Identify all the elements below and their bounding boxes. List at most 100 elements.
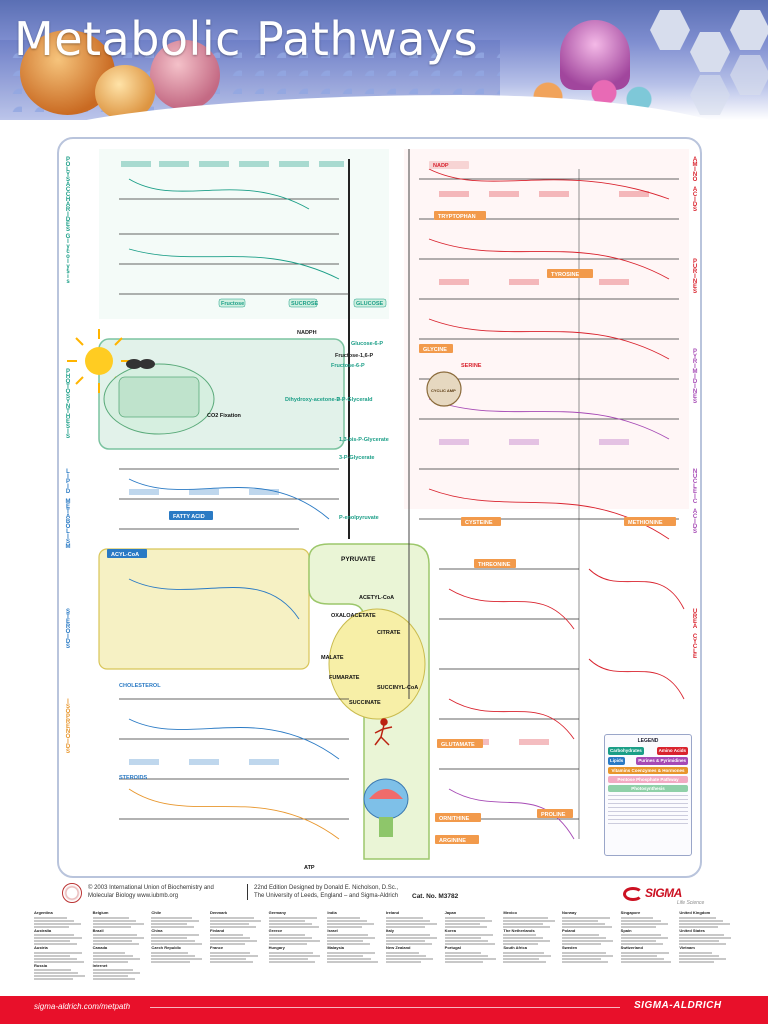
office-detail-line <box>503 922 543 925</box>
node-threonine: THREONINE <box>478 562 511 568</box>
iubmb-seal-icon <box>62 883 82 903</box>
office-country: Sweden <box>562 945 578 951</box>
node-pyruvate: PYRUVATE <box>341 556 376 563</box>
office-detail-line <box>562 916 611 919</box>
node-acyl-coa: ACYL-CoA <box>111 552 139 558</box>
node-citrate: CITRATE <box>377 630 401 636</box>
office-country: Vietnam <box>679 945 695 951</box>
node-3pg: 3-P-Glycerate <box>339 455 374 461</box>
node-co2-fixation: CO2 Fixation <box>207 413 242 419</box>
office-country: New Zealand <box>386 945 411 951</box>
legend-bar-vitamins: Vitamins Coenzymes & Hormones <box>608 767 688 774</box>
sigma-logo[interactable]: SIGMA Life Science <box>623 885 711 907</box>
legend-chip-carbohydrates: Carbohydrates <box>608 747 644 755</box>
hexagon-decoration <box>650 10 690 50</box>
office-detail-line <box>268 934 306 937</box>
office-detail-line <box>620 951 669 954</box>
office-detail-line <box>210 954 258 957</box>
office-detail-line <box>620 922 668 925</box>
header-banner: Metabolic Pathways <box>0 0 768 120</box>
office-detail-line <box>503 919 555 922</box>
office-detail-line <box>386 943 433 946</box>
node-fructose-6p: Fructose-6-P <box>331 363 365 369</box>
office-detail-line <box>34 969 71 972</box>
footer-bar: sigma-aldrich.com/metpath SIGMA-ALDRICH <box>0 996 768 1024</box>
office-detail-line <box>679 925 719 928</box>
node-oxaloacetate: OXALOACETATE <box>331 613 376 619</box>
office-detail-line <box>210 960 253 963</box>
office-detail-line <box>386 951 419 954</box>
legend-bar-photosynthesis: Photosynthesis <box>608 785 688 792</box>
copyright-line: © 2003 International Union of Biochemist… <box>88 885 214 891</box>
office-detail-line <box>151 940 195 943</box>
footer-url-link[interactable]: sigma-aldrich.com/metpath <box>34 1002 131 1011</box>
office-detail-line <box>679 937 731 940</box>
node-dihydroxyacetone-p: Dihydroxy-acetone-P <box>285 397 340 403</box>
office-detail-line <box>444 954 489 957</box>
office-detail-line <box>34 937 82 940</box>
footer: © 2003 International Union of Biochemist… <box>0 876 768 1024</box>
office-detail-line <box>92 934 137 937</box>
node-cyclic-amp: CYCLIC AMP <box>431 388 456 393</box>
office-detail-line <box>444 916 486 919</box>
hexagon-decoration <box>730 55 768 95</box>
node-steroids: STEROIDS <box>119 775 147 781</box>
office-detail-line <box>268 925 319 928</box>
office-detail-line <box>92 957 140 960</box>
footer-divider <box>150 1007 620 1008</box>
office-detail-line <box>210 937 250 940</box>
office-detail-line <box>620 925 656 928</box>
office-country: China <box>151 927 163 933</box>
legend-row: Carbohydrates Amino Acids <box>608 747 688 755</box>
office-detail-line <box>92 960 128 963</box>
office-country: Finland <box>210 927 225 933</box>
office-detail-line <box>444 951 482 954</box>
node-glycine: GLYCINE <box>423 347 447 353</box>
office-detail-line <box>620 937 669 940</box>
sigma-logo-icon <box>623 887 643 901</box>
office-detail-line <box>503 943 539 946</box>
office-country: Israel <box>327 927 338 933</box>
office-detail-line <box>679 951 713 954</box>
office-detail-line <box>562 943 601 946</box>
office-detail-line <box>92 951 126 954</box>
office-detail-line <box>34 922 81 925</box>
office-detail-line <box>151 925 194 928</box>
node-cysteine: CYSTEINE <box>465 520 493 526</box>
office-detail-line <box>620 960 671 963</box>
node-ornithine: ORNITHINE <box>439 816 470 822</box>
office-detail-line <box>92 975 129 978</box>
office-detail-line <box>92 940 133 943</box>
office-detail-line <box>34 960 85 963</box>
office-detail-line <box>92 954 133 957</box>
copyright-line: Molecular Biology www.iubmb.org <box>88 893 179 899</box>
side-label-nucleic-acids: NUCLEIC ACIDS <box>692 469 698 534</box>
office-detail-line <box>268 937 313 940</box>
edition-line: The University of Leeds, England – and S… <box>254 893 399 899</box>
office-detail-line <box>327 937 375 940</box>
office-detail-line <box>34 916 67 919</box>
node-pep: P-enolpyruvate <box>339 515 379 521</box>
office-detail-line <box>444 922 481 925</box>
office-country: Norway <box>562 910 577 915</box>
side-label-steroids: STEROIDS <box>65 609 71 649</box>
atp-synthase-icon <box>363 778 409 837</box>
office-country: Russia <box>34 962 48 968</box>
office-country: Australia <box>34 927 52 933</box>
footer-brand: SIGMA-ALDRICH <box>634 1000 722 1011</box>
office-detail-line <box>92 943 140 946</box>
node-sucrose: SUCROSE <box>291 301 319 307</box>
office-detail-line <box>679 940 719 943</box>
legend-chip-lipids: Lipids <box>608 757 626 765</box>
node-serine: SERINE <box>461 363 482 369</box>
office-detail-line <box>268 922 312 925</box>
thylakoid-shape <box>118 376 200 418</box>
office-detail-line <box>562 925 613 928</box>
office-detail-line <box>620 916 654 919</box>
node-fructose: Fructose <box>221 301 244 307</box>
